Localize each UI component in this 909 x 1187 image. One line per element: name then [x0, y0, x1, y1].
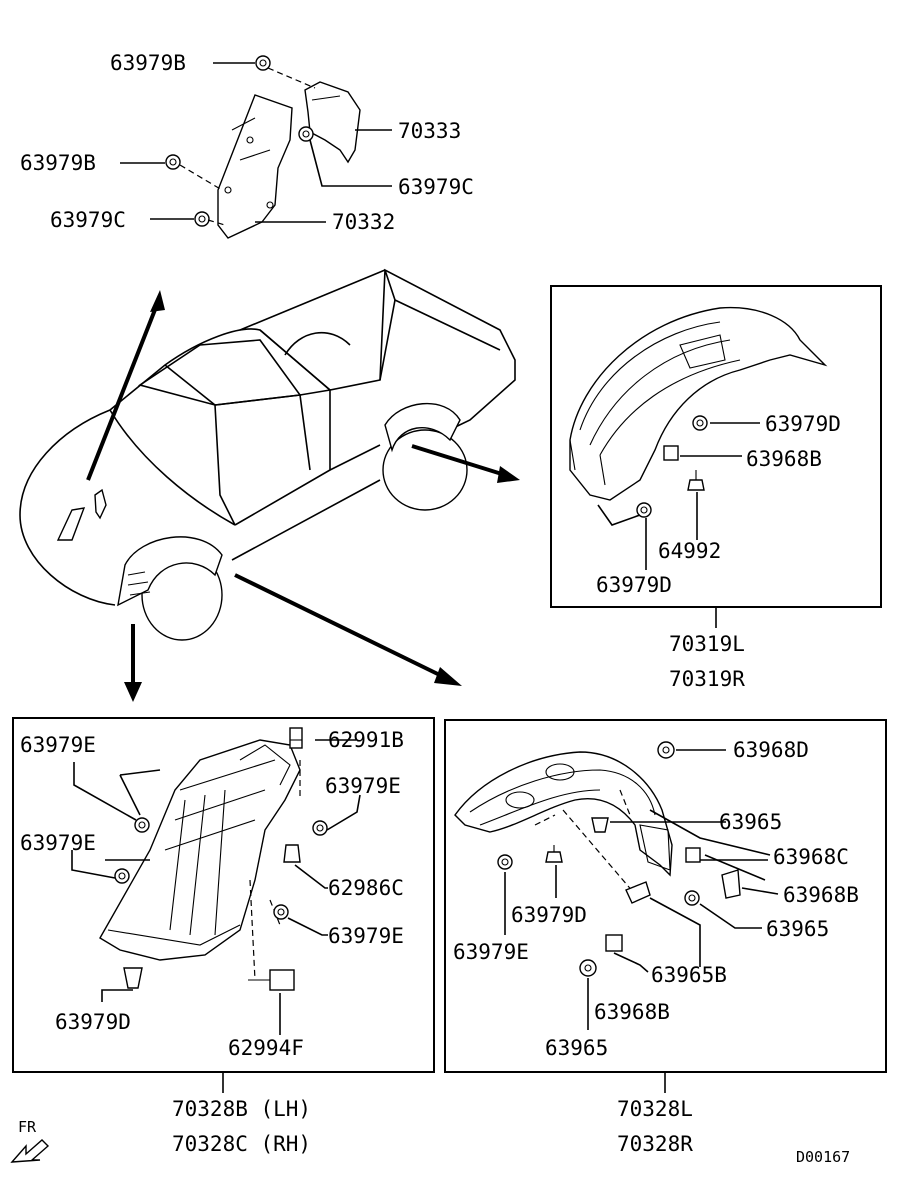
pointer-arrows [86, 290, 520, 702]
label-70328b-lh: 70328B (LH) [172, 1097, 311, 1121]
label-63979b-top: 63979B [110, 51, 186, 75]
label-63965-c: 63965 [545, 1036, 608, 1060]
clip-63979d-lower [636, 502, 652, 518]
nut-63968b-a [721, 869, 741, 899]
clip-63979e-b [114, 868, 130, 884]
label-63965-a: 63965 [719, 810, 782, 834]
label-63979e-d: 63979E [328, 924, 404, 948]
label-62994f: 62994F [228, 1036, 304, 1060]
clip-63979e-fr [497, 854, 513, 870]
bolt-62994f [248, 969, 295, 991]
label-70328l: 70328L [617, 1097, 693, 1121]
screw-63965-c [579, 959, 597, 977]
label-62991b: 62991B [328, 728, 404, 752]
clip-63979d-fl [123, 967, 143, 989]
splash-shield-assembly: 63979B 70333 63979B 63979C 63979C 70332 [20, 51, 474, 239]
clip-63979c-low [194, 211, 210, 227]
label-63979d-fl: 63979D [55, 1010, 131, 1034]
label-63968d: 63968D [733, 738, 809, 762]
direction-label: FR [18, 1118, 37, 1136]
screw-63965-b [684, 890, 700, 906]
pickup-truck-outline [19, 268, 516, 641]
rear-wheel [382, 429, 468, 511]
label-63979e-fr: 63979E [453, 940, 529, 964]
label-63979e-b: 63979E [20, 831, 96, 855]
label-63979c-mid: 63979C [398, 175, 474, 199]
clip-63979e-d [273, 904, 289, 920]
direction-arrow-icon [10, 1139, 50, 1163]
label-70328c-rh: 70328C (RH) [172, 1132, 311, 1156]
label-70328r: 70328R [617, 1132, 693, 1156]
clip-63979b-top [255, 55, 271, 71]
clip-63979e-c [312, 820, 328, 836]
label-63979d-upper: 63979D [765, 412, 841, 436]
label-63979b-mid: 63979B [20, 151, 96, 175]
label-63968c: 63968C [773, 845, 849, 869]
front-direction-indicator: FR [10, 1118, 50, 1163]
splash-shield-70332 [217, 94, 293, 239]
splash-shield-70333 [304, 81, 361, 164]
clip-62986c [283, 844, 301, 863]
nut-63968b-b [605, 934, 623, 952]
label-63968b-b: 63968B [594, 1000, 670, 1024]
front-fender-liner-rh [454, 741, 741, 977]
label-63979e-c: 63979E [325, 774, 401, 798]
label-64992: 64992 [658, 539, 721, 563]
clip-63979c-mid [298, 126, 314, 142]
label-63979d-fr: 63979D [511, 903, 587, 927]
clip-63979d-upper [692, 415, 708, 431]
front-fender-liner-lh [99, 727, 328, 991]
nut-63968d [657, 741, 675, 759]
clip-63979e-a [134, 817, 150, 833]
drawing-reference: D00167 [796, 1148, 850, 1166]
clip-63979b-mid [165, 154, 181, 170]
rear-fender-liner-in-truck [384, 402, 461, 453]
label-63979c-low: 63979C [50, 208, 126, 232]
label-63965-b: 63965 [766, 917, 829, 941]
label-63979e-a: 63979E [20, 733, 96, 757]
screw-63965-a [591, 817, 609, 833]
label-70333: 70333 [398, 119, 461, 143]
clip-63979d-fr [545, 845, 563, 863]
front-fender-liner-in-truck [117, 536, 223, 607]
label-62986c: 62986C [328, 876, 404, 900]
label-70319l: 70319L [669, 632, 745, 656]
label-63968b-rear: 63968B [746, 447, 822, 471]
nut-63968b [663, 445, 679, 461]
bolt-63965b [625, 881, 651, 904]
label-70319r: 70319R [669, 667, 745, 691]
screw-64992 [687, 470, 705, 491]
label-70332: 70332 [332, 210, 395, 234]
nut-63968c [685, 847, 701, 863]
label-63968b-a: 63968B [783, 883, 859, 907]
label-63979d-lower: 63979D [596, 573, 672, 597]
clip-62991b [289, 727, 303, 749]
label-63965b: 63965B [651, 963, 727, 987]
rear-fender-liner [569, 306, 828, 526]
